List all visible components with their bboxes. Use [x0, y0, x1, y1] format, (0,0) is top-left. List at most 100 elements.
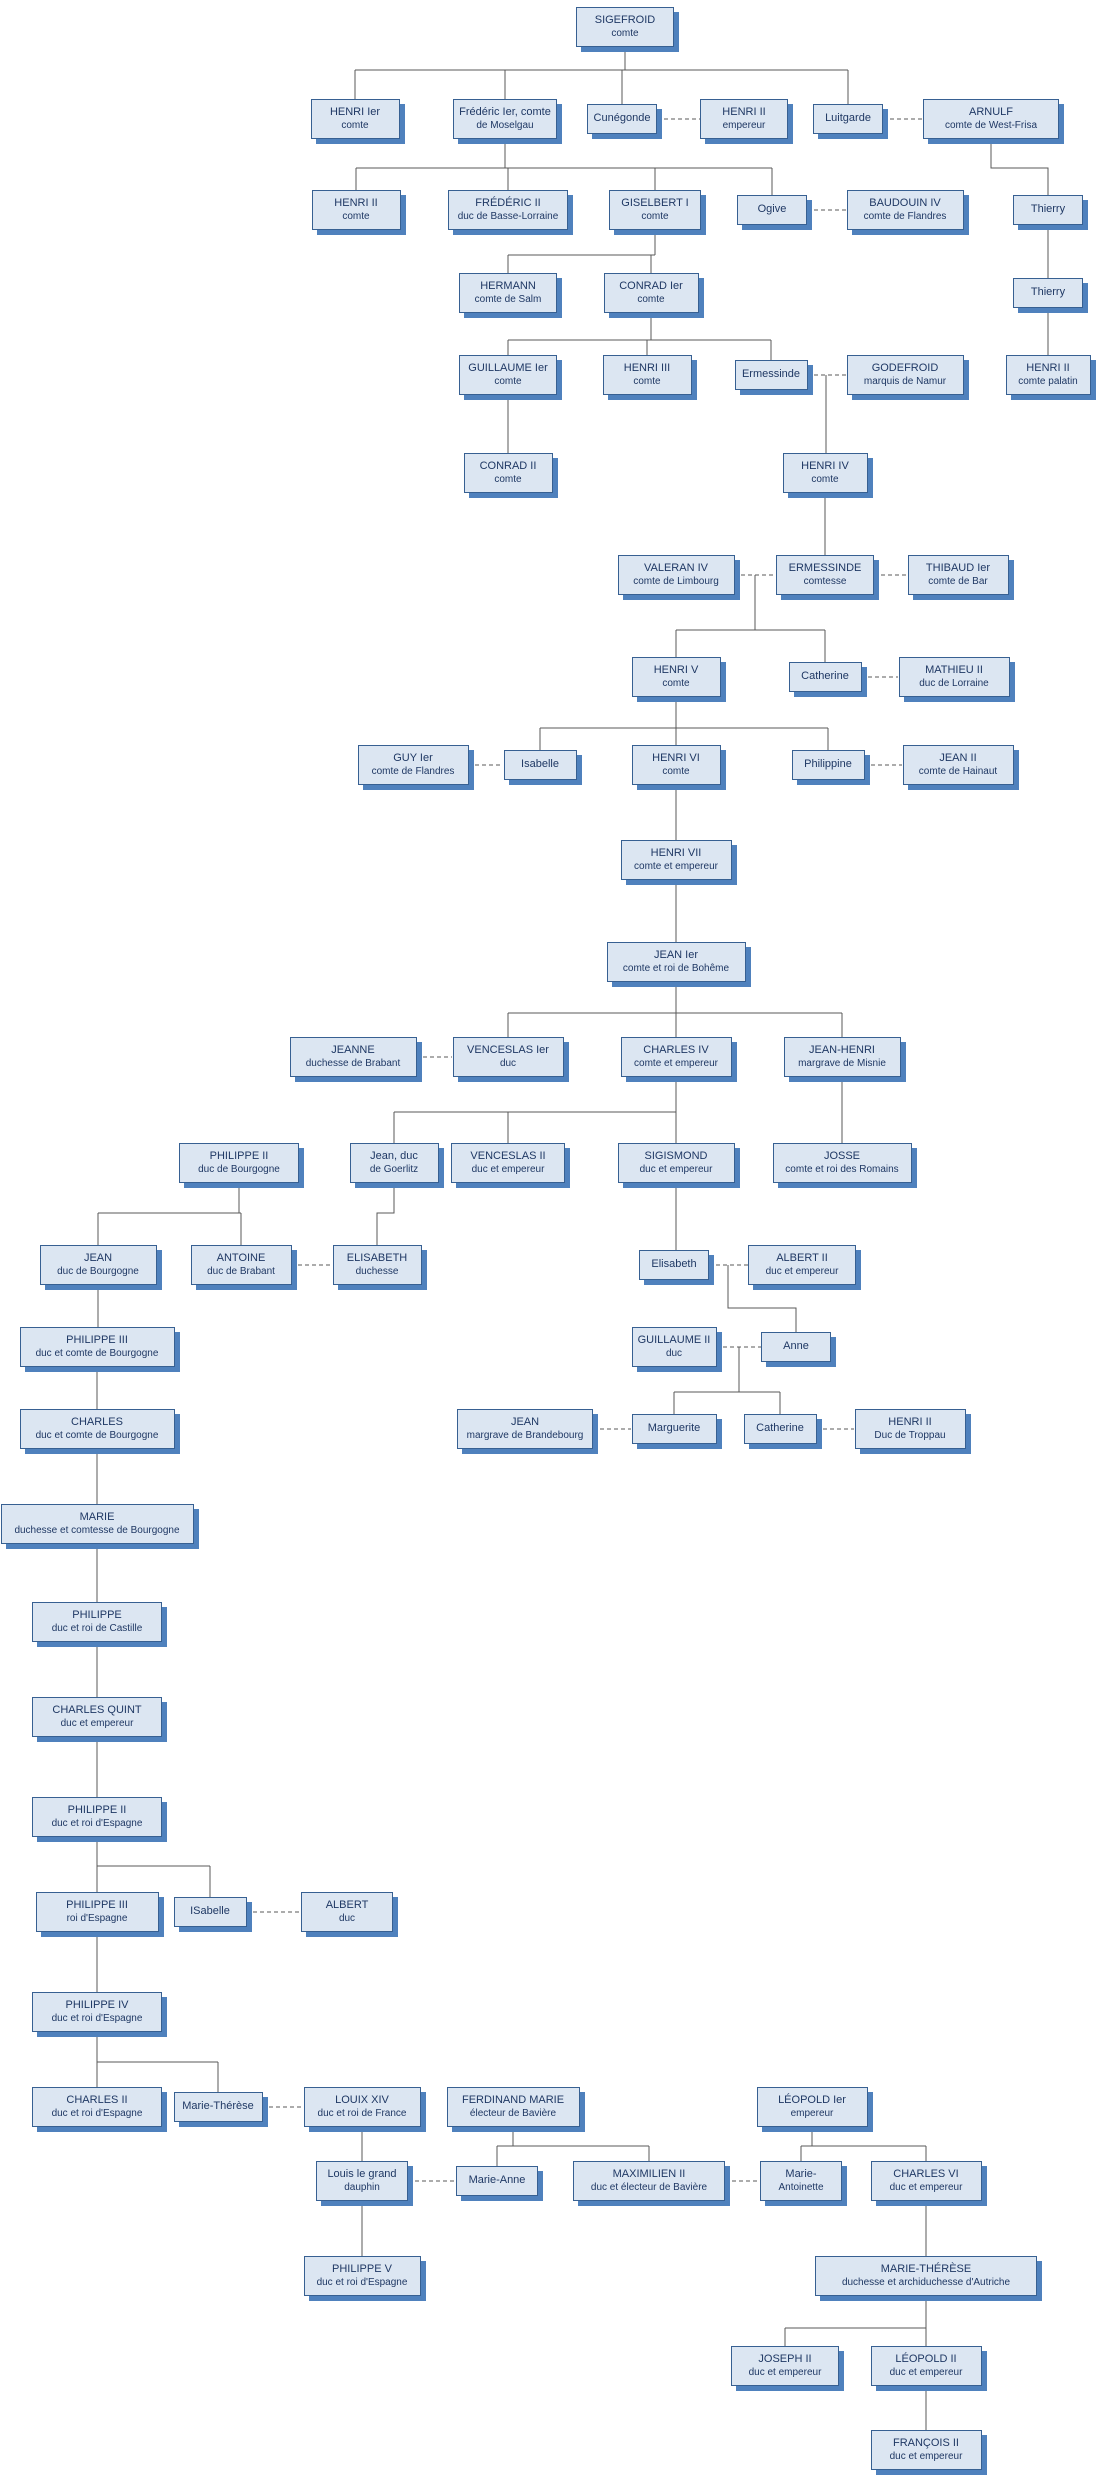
- person-name: HERMANN: [480, 280, 536, 293]
- person-title: margrave de Misnie: [798, 1057, 886, 1069]
- person-name: HENRI VI: [652, 752, 700, 765]
- person-isabelle-2: ISabelle: [173, 1897, 247, 1927]
- person-anne: Anne: [761, 1332, 831, 1362]
- person-name: Cunégonde: [593, 112, 651, 125]
- person-title: duc: [338, 1912, 356, 1924]
- person-name: MARIE-THÉRÈSE: [880, 2263, 972, 2276]
- person-name: HENRI II: [334, 197, 378, 210]
- person-name: GISELBERT I: [621, 197, 689, 210]
- person-title: roi d'Espagne: [66, 1912, 128, 1924]
- person-catherine-2: Catherine: [743, 1414, 817, 1444]
- person-title: duc de Bourgogne: [57, 1265, 139, 1277]
- person-name: HENRI II: [1026, 362, 1070, 375]
- person-name: CHARLES II: [66, 2094, 128, 2107]
- person-title: duchesse et comtesse de Bourgogne: [14, 1524, 180, 1536]
- person-name: Catherine: [756, 1422, 804, 1435]
- person-name: HENRI V: [653, 664, 699, 677]
- person-name: VENCESLAS Ier: [467, 1044, 549, 1057]
- person-name: ELISABETH: [346, 1252, 408, 1265]
- person-name: ARNULF: [968, 106, 1013, 119]
- person-title: margrave de Brandebourg: [466, 1429, 584, 1441]
- person-name: BAUDOUIN IV: [869, 197, 941, 210]
- person-name: THIBAUD Ier: [925, 562, 991, 575]
- person-name: LÉOPOLD II: [895, 2353, 957, 2366]
- person-marie-antoinette: Marie-Antoinette: [760, 2161, 842, 2201]
- person-name: SIGISMOND: [644, 1150, 708, 1163]
- person-name: MARIE: [79, 1511, 115, 1524]
- person-title: comte: [637, 293, 665, 305]
- person-title: duc et roi d'Espagne: [51, 1817, 143, 1829]
- person-title: duc et roi de France: [317, 2107, 407, 2119]
- person-elisabeth-2: Elisabeth: [639, 1250, 709, 1280]
- person-title: comte: [494, 375, 522, 387]
- person-title: comte: [341, 119, 369, 131]
- person-title: duchesse de Brabant: [305, 1057, 401, 1069]
- person-thierry-2: Thierry: [1013, 278, 1083, 308]
- person-name: GUY Ier: [393, 752, 433, 765]
- person-title: comte: [662, 677, 690, 689]
- person-name: VALERAN IV: [644, 562, 708, 575]
- person-name: PHILIPPE V: [332, 2263, 392, 2276]
- person-title: duc et comte de Bourgogne: [35, 1429, 159, 1441]
- person-name: ALBERT: [325, 1899, 369, 1912]
- person-title: duc et empereur: [60, 1717, 134, 1729]
- person-title: comte: [811, 473, 839, 485]
- person-name: Luitgarde: [825, 112, 871, 125]
- person-marguerite: Marguerite: [631, 1414, 717, 1444]
- person-name: GUILLAUME Ier: [468, 362, 548, 375]
- person-title: duc et empereur: [889, 2181, 963, 2193]
- person-title: duc et roi d'Espagne: [51, 2107, 143, 2119]
- person-title: duc et roi de Castille: [51, 1622, 143, 1634]
- person-title: duc et empereur: [889, 2450, 963, 2462]
- person-title: comte: [641, 210, 669, 222]
- person-title: duchesse et archiduchesse d'Autriche: [841, 2276, 1011, 2288]
- person-title: marquis de Namur: [863, 375, 947, 387]
- person-title: comte: [342, 210, 370, 222]
- person-name: HENRI VII: [650, 847, 702, 860]
- person-title: de Goerlitz: [369, 1163, 419, 1175]
- person-name: SIGEFROID: [594, 14, 656, 27]
- person-title: comte de Flandres: [863, 210, 947, 222]
- person-title: comte de Hainaut: [918, 765, 998, 777]
- person-name: FRANÇOIS II: [892, 2437, 959, 2450]
- person-title: comte de West-Frisa: [944, 119, 1038, 131]
- person-title: comte: [494, 473, 522, 485]
- person-name: MATHIEU II: [925, 664, 983, 677]
- person-name: Isabelle: [521, 758, 559, 771]
- descent-line: [376, 1183, 395, 1245]
- person-name: ALBERT II: [776, 1252, 828, 1265]
- person-marie-anne: Marie-Anne: [456, 2166, 538, 2196]
- person-name: Anne: [783, 1340, 809, 1353]
